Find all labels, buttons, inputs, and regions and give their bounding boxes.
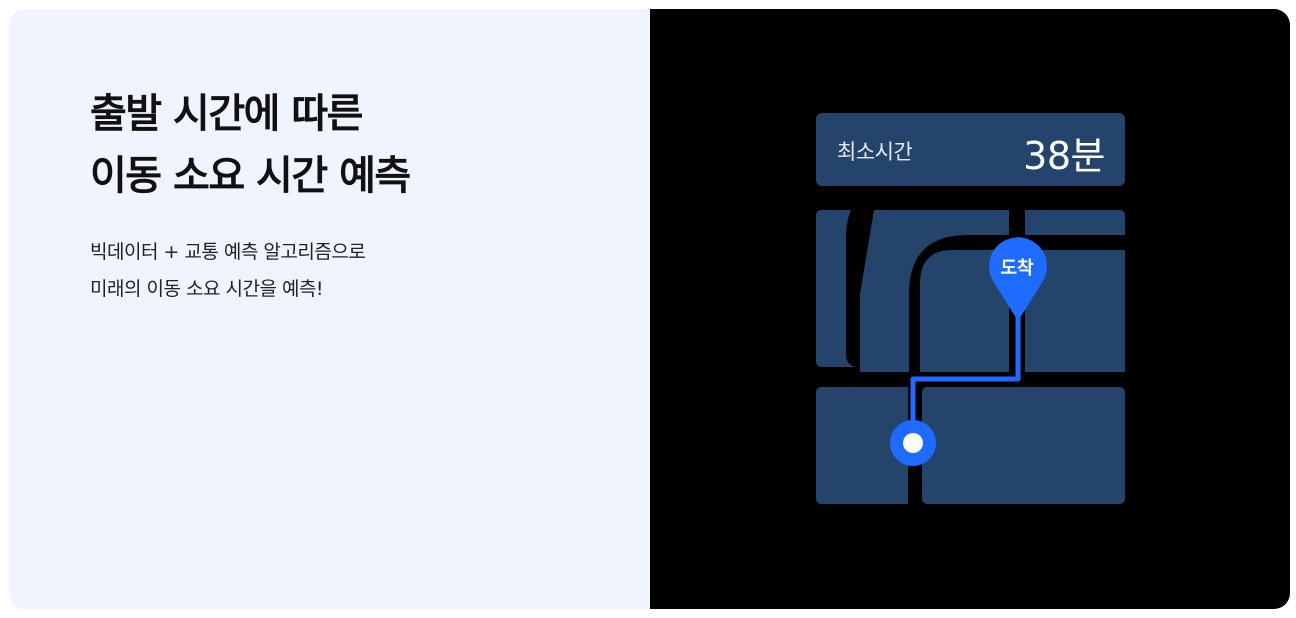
feature-title-line-2: 이동 소요 시간 예측 — [90, 153, 411, 199]
route-line — [910, 301, 1021, 449]
map-block — [922, 387, 1125, 504]
map-block — [816, 210, 857, 367]
feature-title: 출발 시간에 따른 이동 소요 시간 예측 — [90, 83, 411, 207]
feature-description: 빅데이터 + 교통 예측 알고리즘으로 미래의 이동 소요 시간을 예측! — [90, 234, 366, 308]
origin-dot-icon — [890, 420, 936, 466]
feature-text-panel: 출발 시간에 따른 이동 소요 시간 예측 빅데이터 + 교통 예측 알고리즘으… — [9, 9, 650, 609]
route-map — [816, 210, 1125, 504]
min-time-label: 최소시간 — [837, 140, 913, 164]
min-time-value: 38분 — [1023, 134, 1105, 178]
destination-label: 도착 — [1000, 258, 1034, 279]
feature-card: 출발 시간에 따른 이동 소요 시간 예측 빅데이터 + 교통 예측 알고리즘으… — [9, 9, 1290, 609]
feature-description-line-2: 미래의 이동 소요 시간을 예측! — [90, 278, 324, 300]
min-time-card: 최소시간 38분 — [816, 113, 1125, 186]
location-pin-icon — [989, 237, 1047, 321]
map-block — [920, 250, 1009, 372]
map-block — [1025, 210, 1125, 235]
map-block — [860, 210, 1009, 372]
map-illustration-panel: 최소시간 38분 도착 — [650, 9, 1290, 609]
feature-title-line-1: 출발 시간에 따른 — [90, 91, 363, 137]
feature-description-line-1: 빅데이터 + 교통 예측 알고리즘으로 — [90, 241, 366, 263]
city-blocks — [816, 210, 1125, 504]
